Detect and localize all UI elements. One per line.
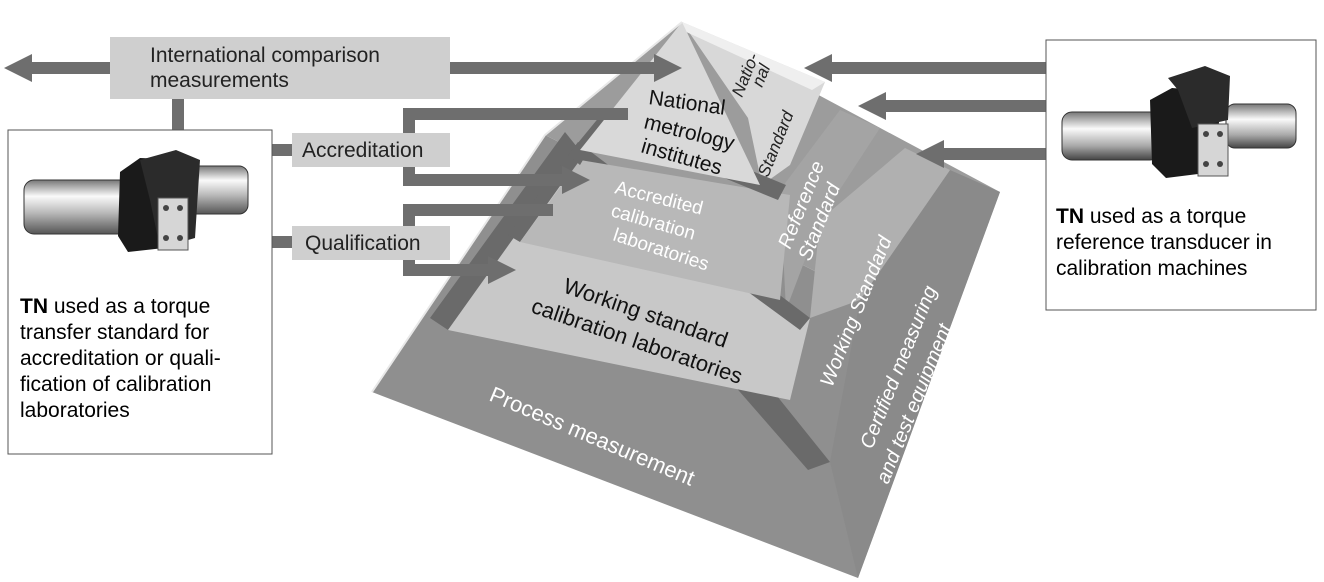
accreditation-top [403, 108, 628, 120]
intl-arrow-head-right [654, 54, 682, 82]
accreditation-shaft [403, 174, 563, 186]
left-box-caption: TN used as a torque transfer standard fo… [20, 294, 270, 424]
cal-arrow-head-2 [858, 92, 886, 120]
pyramid [371, 21, 1000, 578]
intl-arrow-shaft-right [448, 62, 658, 74]
label-boxes: International comparison measurements Ac… [110, 37, 450, 260]
qualification-head [488, 256, 516, 284]
cal-arrow-shaft-3 [940, 148, 1046, 160]
qualification-top [403, 204, 553, 216]
tier-national-front [580, 22, 760, 185]
right-caption-line-3: calibration machines [1056, 257, 1248, 280]
cal-arrow-shaft-2 [883, 100, 1046, 112]
cal-arrow-shaft-1 [828, 62, 1046, 74]
arrows [4, 54, 1046, 284]
left-caption-line-3: accreditation or quali- [20, 347, 221, 370]
accreditation-label-box [292, 133, 450, 167]
separator-base [430, 132, 830, 470]
qualification-label-box [292, 226, 450, 260]
intl-label-line2: measurements [150, 69, 289, 92]
separator-working [508, 142, 810, 330]
left-caption-line-4: fication of calibration [20, 373, 212, 396]
intl-label-line1: International comparison [150, 44, 380, 67]
accreditation-label: Accreditation [302, 139, 423, 162]
side-band-reference [780, 110, 880, 310]
cal-arrow-head-3 [916, 140, 944, 168]
left-caption-line-5: laboratories [20, 399, 130, 422]
intl-connector [172, 98, 184, 132]
accreditation-head [562, 166, 590, 194]
qualification-label: Qualification [305, 232, 421, 255]
qualification-link-left [272, 236, 294, 248]
side-band-working [810, 148, 950, 318]
pyramid-edge [371, 21, 683, 393]
cal-arrow-head-1 [804, 54, 832, 82]
transducer-right-image [1061, 66, 1297, 178]
qualification-shaft [403, 264, 491, 276]
side-band-national [682, 22, 825, 185]
left-caption-line-2: transfer standard for [20, 321, 210, 344]
right-box-caption: TN used as a torque reference transducer… [1056, 204, 1314, 282]
left-caption-line-1: used as a torque [48, 295, 211, 318]
transducer-left-image [23, 150, 249, 252]
intl-arrow-shaft-left [30, 62, 125, 74]
right-caption-line-2: reference transducer in [1056, 231, 1272, 254]
side-top-cap [682, 22, 825, 90]
side-band-certified [830, 170, 1000, 578]
left-caption-lead: TN [20, 295, 48, 318]
tier-accredited-front [520, 160, 790, 300]
right-caption-line-1: used as a torque [1084, 205, 1247, 228]
accreditation-link-left [272, 144, 294, 156]
intl-arrow-head-left [4, 54, 32, 82]
intl-label-box [110, 37, 450, 99]
right-caption-lead: TN [1056, 205, 1084, 228]
